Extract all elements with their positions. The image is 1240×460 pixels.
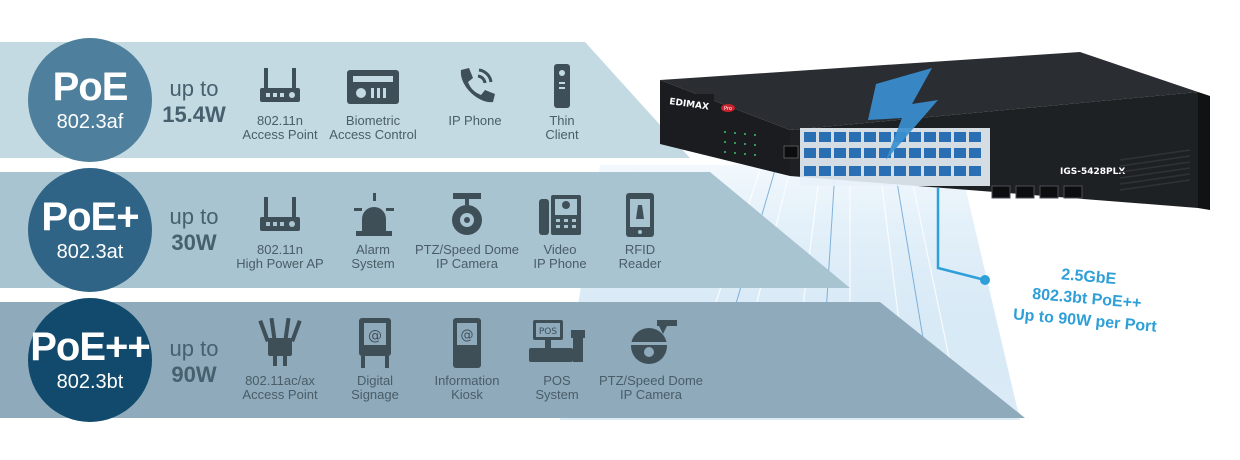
device-label-line1: POS [543,373,571,388]
biometric-icon [347,70,399,104]
device-label-line2: IP Camera [620,387,682,402]
device-label-line1: IP Phone [448,113,502,128]
device-label-line1: Alarm [356,242,390,257]
poe-plus-badge: PoE+ 802.3at [28,168,152,292]
poe-title: PoE [52,65,129,109]
svg-text:@: @ [461,328,474,343]
rfid-reader-icon [626,193,654,237]
device-access-point: 802.11n Access Point [225,64,335,142]
device-label-line2: Client [545,127,579,142]
poe-plus-plus-standard: 802.3bt [56,371,124,393]
device-ptz-dome-camera: PTZ/Speed Dome IP Camera [596,318,706,402]
poe-standard: 802.3af [56,111,124,133]
device-label-line1: RFID [624,242,656,257]
poe-plus-plus-title: PoE++ [30,325,151,369]
device-label-line2: Signage [351,387,399,402]
device-label-line1: 802.11n [256,242,304,257]
device-label-line2: Access Point [242,387,318,402]
device-information-kiosk: @ Information Kiosk [412,318,522,402]
device-label-line1: PTZ/Speed Dome [598,373,704,388]
poe-plus-power-limit: up to 30W [154,204,234,256]
switch-brand-badge: Pro [724,106,732,112]
device-label-line1: Information [434,373,500,388]
phone-icon [460,68,495,103]
pos-icon: POS [529,320,585,362]
device-label-line1: PTZ/Speed Dome [414,242,520,257]
device-rfid-reader: RFID Reader [585,193,695,271]
switch-model: IGS-5428PLX [1060,167,1125,177]
device-label-line2: System [535,387,579,402]
camera-icon [452,193,482,235]
device-digital-signage: @ Digital Signage [320,318,430,402]
thin-client-icon [554,64,570,108]
poe-plus-title: PoE+ [41,195,139,239]
dome-camera-icon [631,320,677,364]
device-label-line1: Video [543,242,577,257]
device-high-power-ap: 802.11n High Power AP [225,193,335,271]
up-to-label: up to [169,336,219,361]
poe-plus-standard: 802.3at [56,241,124,263]
poe-power-limit: up to 15.4W [154,76,234,128]
signage-icon: @ [359,318,391,368]
video-phone-icon [539,195,581,235]
device-pos-system: POS POS System [502,318,612,402]
device-ip-phone: IP Phone [420,64,530,128]
device-label-line2: Access Point [242,127,318,142]
router-icon [260,68,300,102]
poe-plus-plus-badge: PoE++ 802.3bt [28,298,152,422]
device-ac-ax-access-point: 802.11ac/ax Access Point [225,318,335,402]
device-label-line2: Reader [618,256,662,271]
poe-plus-plus-power-limit: up to 90W [154,336,234,388]
device-ptz-camera: PTZ/Speed Dome IP Camera [412,193,522,271]
callout-connector [936,188,986,282]
device-label-line2: IP Phone [533,256,587,271]
kiosk-icon: @ [453,318,481,368]
power-value: 90W [171,362,217,387]
up-to-label: up to [169,204,219,229]
device-label-line2: IP Camera [436,256,498,271]
device-label-line1: Biometric [345,113,401,128]
power-value: 15.4W [162,102,226,127]
svg-text:@: @ [368,328,382,344]
svg-text:POS: POS [539,327,558,337]
sfp-ports [991,185,1083,199]
device-label-line2: Access Control [329,127,417,142]
brand-badge-icon [721,104,735,112]
device-alarm-system: Alarm System [318,193,428,271]
device-label-line1: Digital [356,373,394,388]
device-biometric: Biometric Access Control [318,64,428,142]
device-label-line2: System [351,256,395,271]
switch-top-panel [660,52,1198,130]
lightning-bolt-icon [868,68,938,160]
device-label-line2: High Power AP [236,256,324,271]
device-label-line1: 802.11n [256,113,304,128]
device-thin-client: Thin Client [507,64,617,142]
multi-antenna-ap-icon [258,318,302,366]
poe-badge: PoE 802.3af [28,38,152,162]
device-video-phone: Video IP Phone [505,193,615,271]
up-to-label: up to [169,76,219,101]
device-label-line2: Kiosk [451,387,483,402]
alarm-icon [354,193,394,236]
power-value: 30W [171,230,217,255]
status-leds [724,131,756,156]
device-label-line1: Thin [549,113,575,128]
poe-plus-plus-band [0,302,1025,418]
router-icon [260,197,300,231]
device-label-line1: 802.11ac/ax [245,373,315,388]
callout-dot-icon [980,275,990,285]
switch-vents [1119,149,1191,191]
